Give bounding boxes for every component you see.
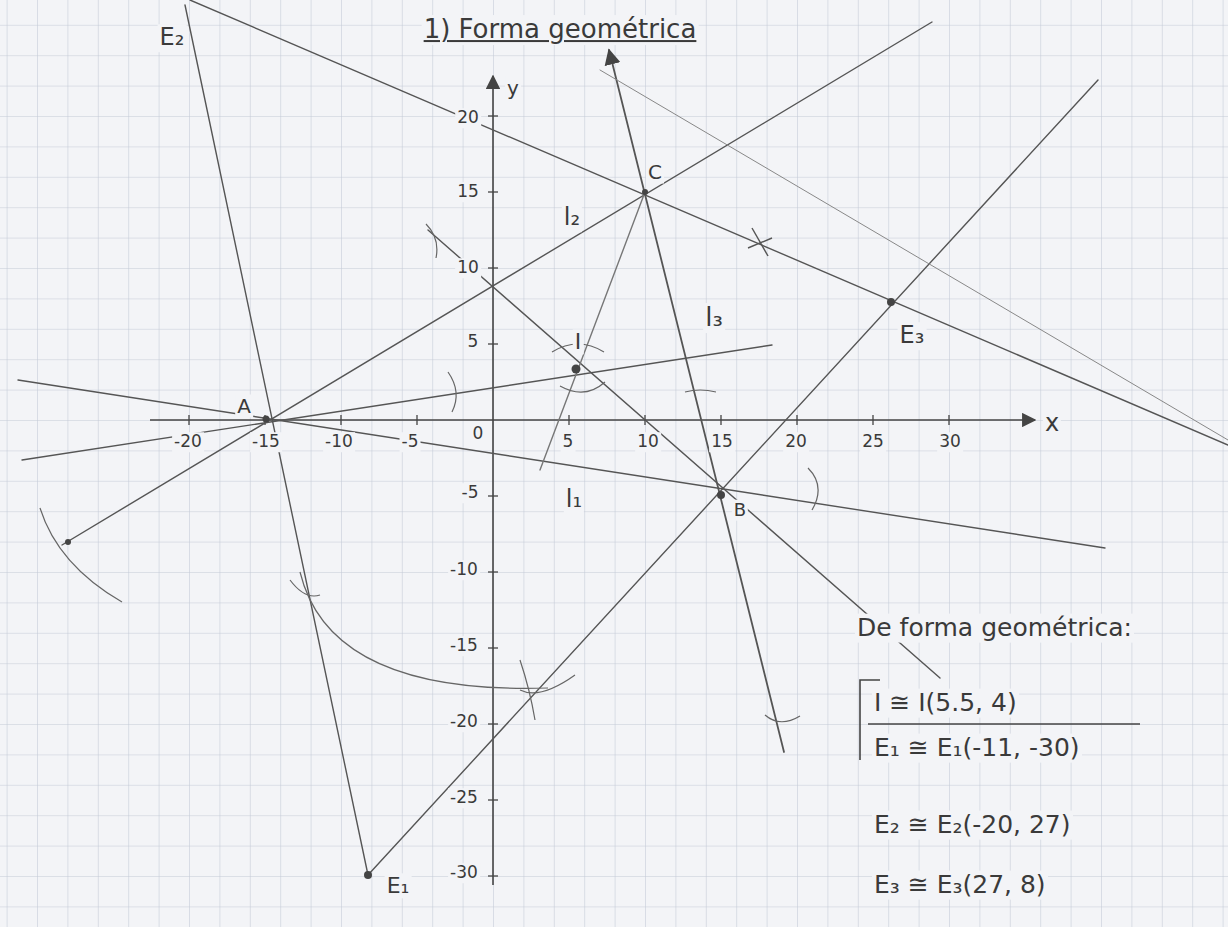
label-holder: 30: [937, 432, 963, 452]
axis-ticks: [189, 116, 949, 876]
point-label: x: [1043, 410, 1061, 438]
label-holder: x: [1043, 410, 1061, 438]
point-label: -10: [323, 432, 355, 452]
point-label: -5: [400, 432, 421, 452]
label-holder: l₂: [562, 204, 582, 232]
cross-mark: [748, 228, 772, 256]
point-label: l₃: [703, 303, 725, 333]
bisector-a: [22, 345, 772, 460]
label-holder: 20: [783, 432, 809, 452]
label-holder: A: [235, 395, 253, 418]
point-label: A: [235, 395, 253, 418]
label-holder: C: [646, 161, 664, 184]
label-holder: l₃: [703, 303, 725, 333]
point-label: 10: [455, 258, 481, 278]
construction-line: [600, 70, 1228, 440]
point-label: 20: [455, 108, 481, 128]
point-label: C: [646, 161, 664, 184]
point-label: 5: [466, 332, 481, 352]
points: [65, 189, 895, 879]
result-note: E₃ ≅ E₃(27, 8): [872, 871, 1048, 900]
bisector-b: [428, 230, 940, 678]
external-bisector-b: [368, 80, 1098, 875]
label-holder: l₁: [564, 486, 584, 514]
point-label: -30: [448, 863, 480, 883]
point-label: -10: [448, 560, 480, 580]
line-ab: [18, 380, 1105, 548]
label-holder: E₁: [385, 873, 412, 898]
point-label: E₁: [385, 873, 412, 898]
point-label: l₁: [564, 486, 584, 514]
title-holder: 1) Forma geométrica: [422, 15, 699, 45]
point-label: 10: [635, 432, 661, 452]
point-label: -20: [172, 432, 204, 452]
title: 1) Forma geométrica: [422, 15, 699, 45]
line-ac: [62, 22, 932, 545]
label-holder: -15: [250, 432, 282, 452]
label-holder: 10: [455, 258, 481, 278]
label-holder: -5: [460, 483, 481, 503]
point-label: -15: [250, 432, 282, 452]
point-label: I: [573, 329, 584, 354]
point-label: 0: [471, 424, 486, 444]
point-label: E₂: [158, 24, 187, 52]
bisector-c: [540, 192, 645, 470]
label-holder: -15: [448, 636, 480, 656]
point-label: -5: [460, 483, 481, 503]
label-holder: E₂ ≅ E₂(-20, 27): [872, 811, 1073, 840]
point-label: 15: [455, 182, 481, 202]
label-holder: 10: [635, 432, 661, 452]
label-holder: 5: [466, 332, 481, 352]
label-holder: -25: [448, 788, 480, 808]
point-label: -20: [448, 712, 480, 732]
label-holder: y: [505, 77, 521, 100]
point-label: 30: [937, 432, 963, 452]
label-holder: E₃ ≅ E₃(27, 8): [872, 871, 1048, 900]
label-holder: De forma geométrica:: [855, 614, 1134, 643]
label-holder: B: [732, 500, 748, 521]
line-bc: [609, 50, 784, 752]
label-holder: E₂: [158, 24, 187, 52]
y-axis: [492, 76, 494, 885]
result-note: De forma geométrica:: [855, 614, 1134, 643]
point-label: l₂: [562, 204, 582, 232]
external-bisector-c: [190, 0, 1228, 445]
label-holder: -20: [172, 432, 204, 452]
label-holder: 15: [455, 182, 481, 202]
result-note: E₁ ≅ E₁(-11, -30): [872, 734, 1082, 763]
point-label: E₃: [898, 322, 927, 350]
label-holder: I: [573, 329, 584, 354]
label-holder: -10: [448, 560, 480, 580]
label-holder: -20: [448, 712, 480, 732]
label-holder: -30: [448, 863, 480, 883]
label-holder: -10: [323, 432, 355, 452]
point-label: 5: [561, 432, 576, 452]
point-label: 15: [709, 432, 735, 452]
label-holder: 0: [471, 424, 486, 444]
label-holder: 5: [561, 432, 576, 452]
label-holder: 25: [860, 432, 886, 452]
label-holder: E₁ ≅ E₁(-11, -30): [872, 734, 1082, 763]
result-note: I ≅ I(5.5, 4): [872, 689, 1019, 718]
point-label: y: [505, 77, 521, 100]
external-bisector-a: [185, 5, 368, 875]
label-holder: I ≅ I(5.5, 4): [872, 689, 1019, 718]
point-label: -25: [448, 788, 480, 808]
label-holder: 15: [709, 432, 735, 452]
point-label: B: [732, 500, 748, 521]
compass-arcs: [40, 224, 818, 722]
label-holder: E₃: [898, 322, 927, 350]
label-holder: 20: [455, 108, 481, 128]
label-holder: -5: [400, 432, 421, 452]
point-label: 20: [783, 432, 809, 452]
point-label: -15: [448, 636, 480, 656]
result-note: E₂ ≅ E₂(-20, 27): [872, 811, 1073, 840]
point-label: 25: [860, 432, 886, 452]
